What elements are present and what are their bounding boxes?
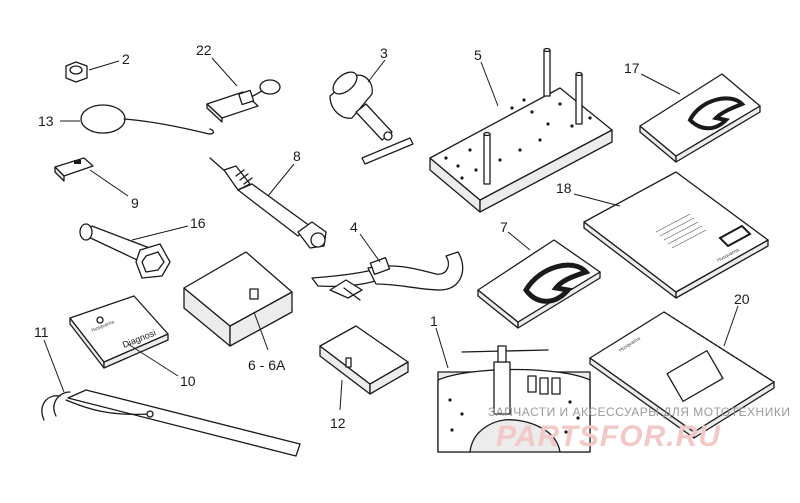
part-small-case: [319, 325, 409, 395]
callout-9: 9: [131, 195, 139, 211]
callout-10: 10: [180, 373, 196, 389]
callout-7: 7: [500, 219, 508, 235]
part-flywheel-holder: [41, 389, 301, 457]
callout-13: 13: [38, 113, 54, 129]
callout-4: 4: [350, 219, 358, 235]
part-puller: [311, 251, 464, 301]
part-nut: [65, 61, 88, 83]
callout-16: 16: [190, 215, 206, 231]
callout-12: 12: [330, 415, 346, 431]
callout-6: 6 - 6A: [248, 357, 286, 373]
part-threaded-rod: [209, 157, 327, 249]
part-box-wrench: [79, 223, 171, 279]
part-label-plate: [54, 157, 94, 182]
callout-17: 17: [624, 60, 640, 76]
part-socket-t-handle: [329, 71, 414, 165]
callout-5: 5: [474, 47, 482, 63]
part-manual-small: [639, 73, 761, 163]
part-tool-case: [183, 251, 293, 347]
part-diagnosi-manual: Diagnosi Husqvarna: [69, 295, 169, 369]
part-key-fob: [206, 79, 281, 123]
callout-18: 18: [556, 180, 572, 196]
part-manual: [477, 239, 601, 329]
part-press-tool: [437, 345, 591, 453]
part-base-plate: [429, 47, 613, 213]
callout-11: 11: [34, 324, 49, 340]
watermark-tagline: ЗАПЧАСТИ И АКСЕССУАРЫ ДЛЯ МОТОТЕХНИКИ: [488, 405, 790, 419]
callout-2: 2: [122, 51, 130, 67]
part-manual-large: Husqvarna: [583, 171, 769, 299]
callout-20: 20: [734, 291, 750, 307]
callout-22: 22: [196, 42, 212, 58]
part-spiral-manual: Husqvarna: [589, 311, 775, 439]
part-wire-ring: [80, 104, 215, 135]
callout-1: 1: [430, 313, 438, 329]
callout-3: 3: [380, 45, 388, 61]
watermark-site: PARTSFOR.RU: [496, 420, 721, 453]
callout-8: 8: [293, 148, 301, 164]
